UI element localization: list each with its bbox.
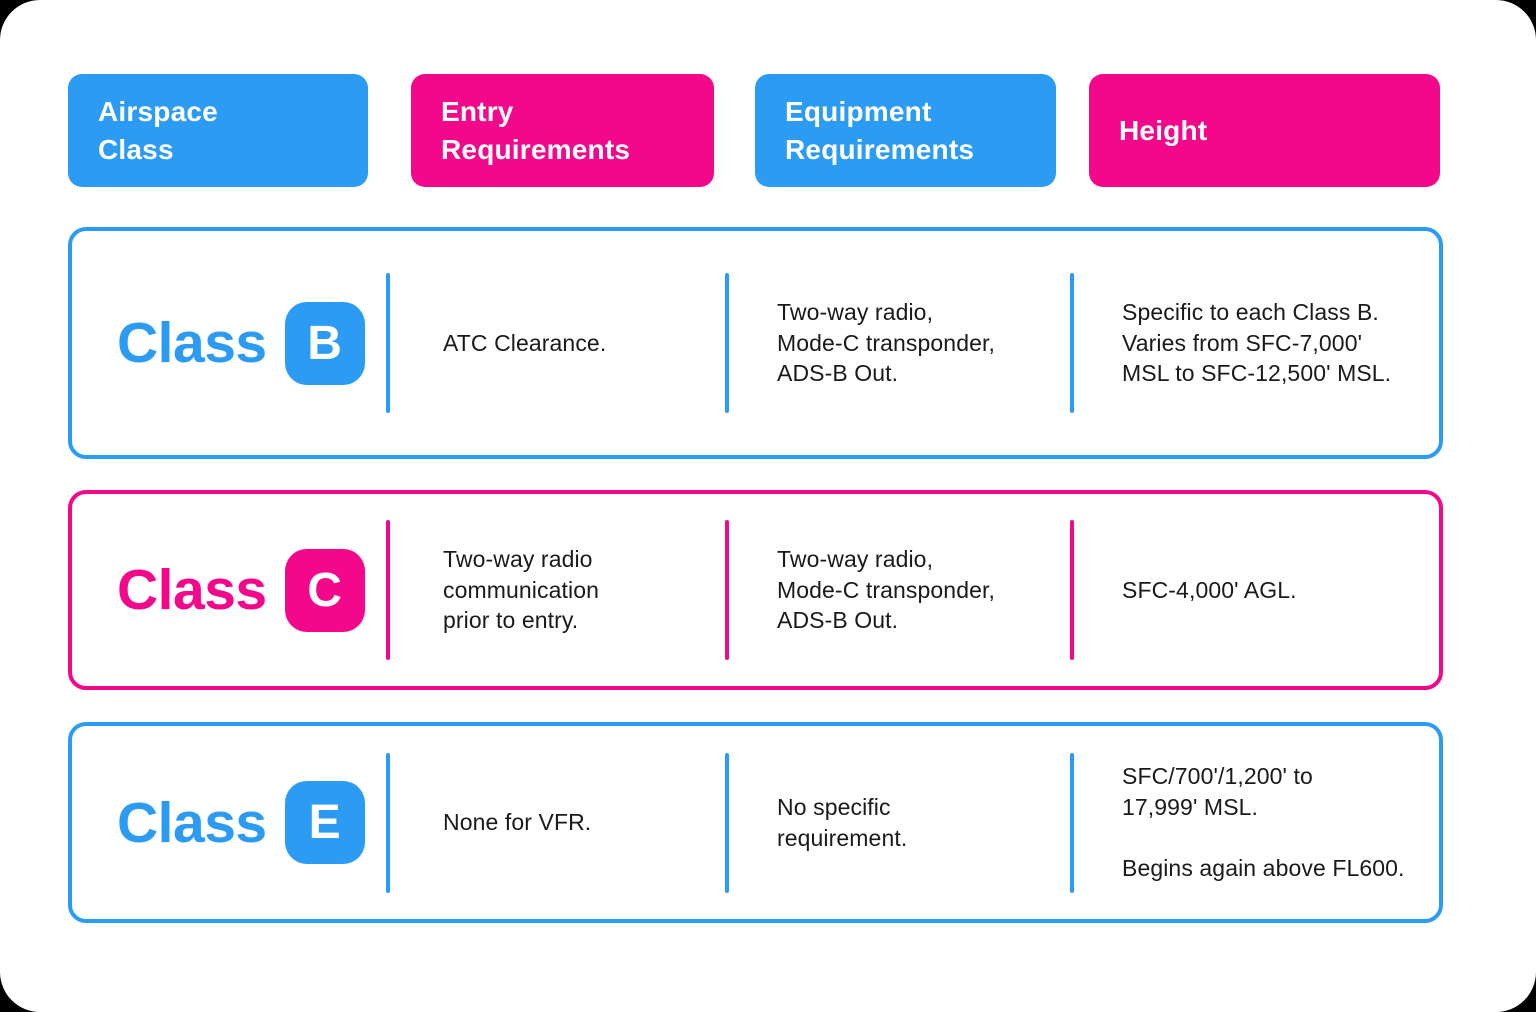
column-divider (386, 752, 390, 893)
table-row-class-c: Class C Two-way radio communication prio… (68, 490, 1443, 690)
height-text: SFC/700'/1,200' to 17,999' MSL. Begins a… (1122, 763, 1405, 882)
class-b-label: Class B (117, 301, 365, 385)
height-cell: Specific to each Class B. Varies from SF… (1070, 231, 1439, 455)
class-cell: Class E (72, 726, 388, 919)
height-text: Specific to each Class B. Varies from SF… (1122, 299, 1392, 387)
entry-requirements-cell: ATC Clearance. (386, 231, 727, 455)
equipment-requirements-text: Two-way radio, Mode-C transponder, ADS-B… (777, 546, 995, 634)
column-header-label: Equipment Requirements (785, 95, 975, 165)
table-header-row: Airspace Class Entry Requirements Equipm… (68, 74, 1440, 187)
equipment-requirements-cell: No specific requirement. (725, 726, 1072, 919)
class-word: Class (117, 790, 267, 855)
class-c-badge: C (284, 548, 365, 632)
column-header-airspace-class: Airspace Class (68, 74, 368, 187)
entry-requirements-text: Two-way radio communication prior to ent… (443, 546, 599, 634)
class-e-badge: E (284, 781, 365, 864)
column-divider (725, 520, 729, 660)
class-word: Class (117, 558, 267, 622)
table-row-class-e: Class E None for VFR. No specific requir… (68, 722, 1443, 923)
height-cell: SFC-4,000' AGL. (1070, 494, 1439, 686)
column-header-height: Height (1089, 74, 1440, 187)
class-word: Class (117, 311, 267, 375)
equipment-requirements-text: Two-way radio, Mode-C transponder, ADS-B… (777, 299, 995, 387)
class-cell: Class C (72, 494, 388, 686)
column-header-entry-requirements: Entry Requirements (411, 74, 714, 187)
equipment-requirements-cell: Two-way radio, Mode-C transponder, ADS-B… (725, 231, 1072, 455)
class-c-label: Class C (117, 548, 365, 632)
height-text: SFC-4,000' AGL. (1122, 576, 1297, 603)
column-divider (1070, 273, 1074, 413)
entry-requirements-cell: None for VFR. (386, 726, 727, 919)
equipment-requirements-text: No specific requirement. (777, 793, 908, 851)
entry-requirements-text: ATC Clearance. (443, 329, 607, 356)
column-divider (1070, 752, 1074, 893)
height-cell: SFC/700'/1,200' to 17,999' MSL. Begins a… (1070, 726, 1439, 919)
column-divider (386, 273, 390, 413)
table-row-class-b: Class B ATC Clearance. Two-way radio, Mo… (68, 227, 1443, 459)
class-e-label: Class E (117, 781, 365, 864)
column-divider (1070, 520, 1074, 660)
class-b-badge: B (284, 301, 365, 385)
column-divider (386, 520, 390, 660)
column-header-equipment-requirements: Equipment Requirements (755, 74, 1056, 187)
column-header-label: Height (1119, 114, 1208, 146)
column-divider (725, 752, 729, 893)
equipment-requirements-cell: Two-way radio, Mode-C transponder, ADS-B… (725, 494, 1072, 686)
column-header-label: Airspace Class (98, 95, 218, 165)
column-divider (725, 273, 729, 413)
column-header-label: Entry Requirements (441, 95, 631, 165)
class-cell: Class B (72, 231, 388, 455)
entry-requirements-text: None for VFR. (443, 809, 592, 836)
entry-requirements-cell: Two-way radio communication prior to ent… (386, 494, 727, 686)
